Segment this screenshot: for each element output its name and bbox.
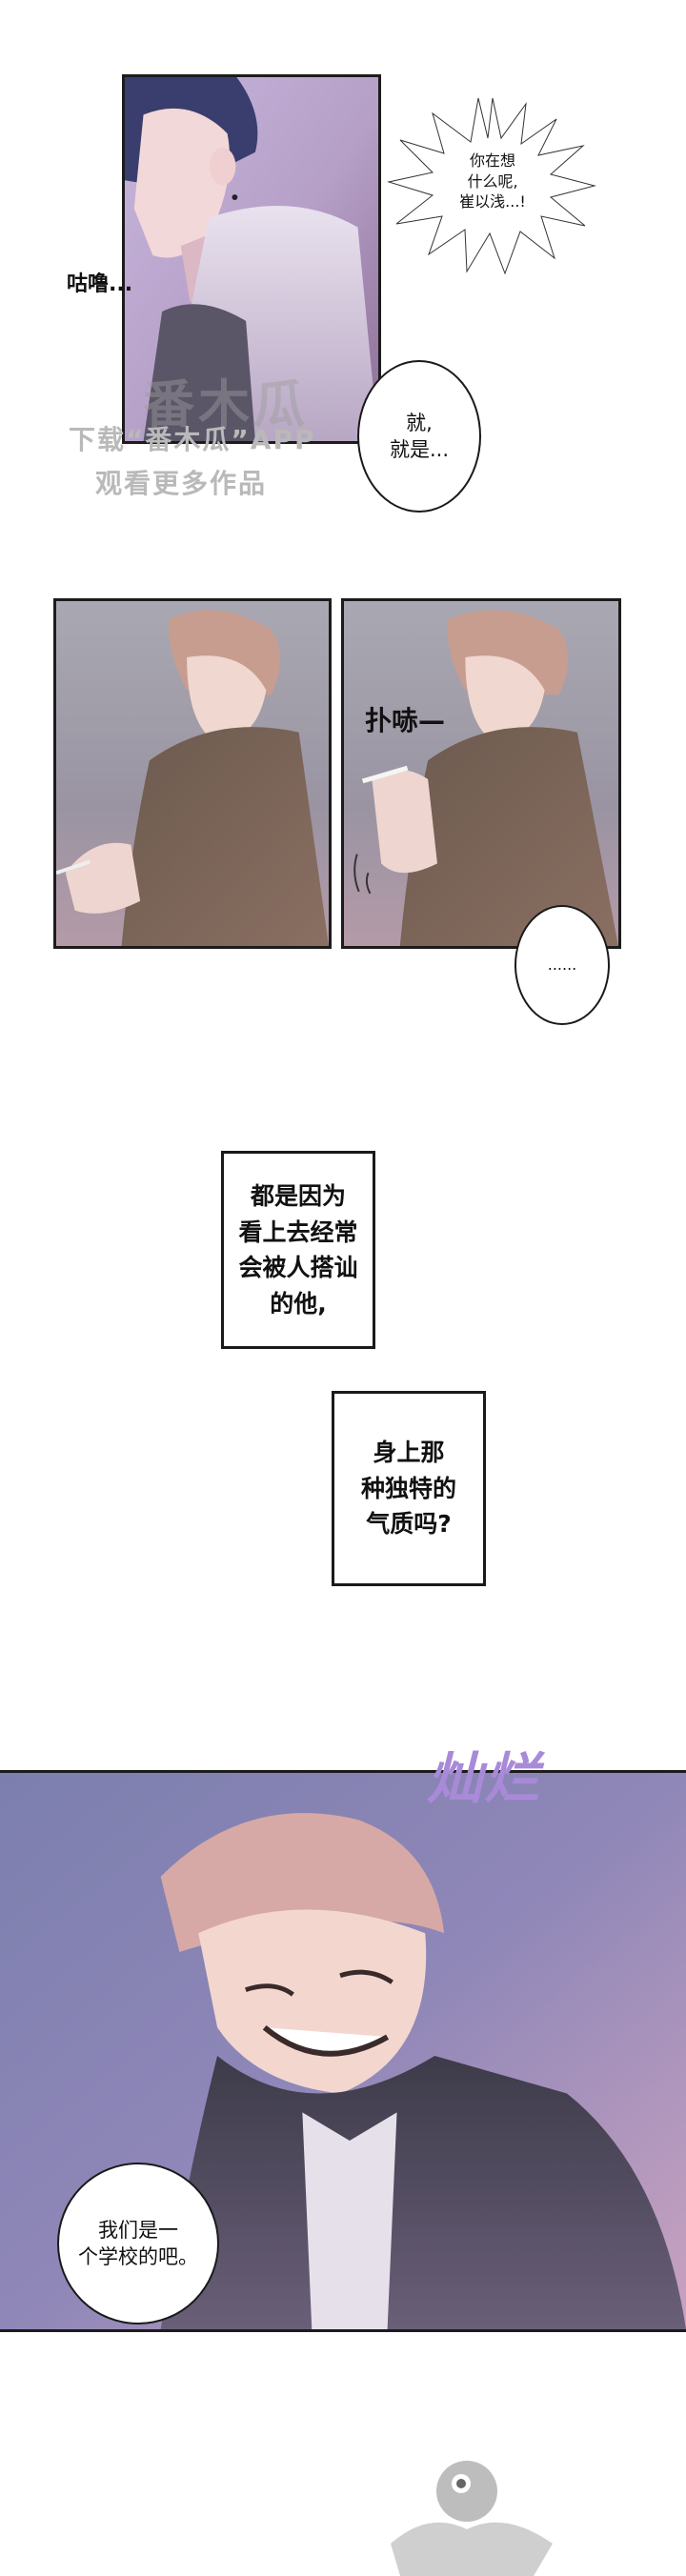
speech-bubble-4: 我们是一 个学校的吧。 <box>57 2163 219 2324</box>
comic-panel-3 <box>341 598 621 949</box>
watermark-mascot-icon <box>391 2461 553 2576</box>
narration-caption-2: 身上那 种独特的 气质吗? <box>332 1391 486 1586</box>
panel-2-art <box>56 601 329 946</box>
shout-burst <box>387 97 596 275</box>
watermark-logo-text: 番木瓜 <box>143 373 309 434</box>
watermark-line-1: 下载“番木瓜”APP <box>69 424 316 455</box>
watermark-logo: 番木瓜 <box>143 362 391 434</box>
shout-text: 你在想 什么呢, 崔以浅...! <box>459 151 526 211</box>
panel-1-art <box>125 77 378 441</box>
sfx-brilliant: 灿烂 <box>427 1746 542 1811</box>
speech-bubble-ellipsis: ...... <box>514 905 610 1025</box>
watermark-line-2: 观看更多作品 <box>95 468 268 499</box>
sfx-gulp: 咕噜... <box>67 272 133 296</box>
panel-3-art <box>344 601 618 946</box>
speech-bubble-1: 就, 就是... <box>357 360 481 513</box>
comic-panel-1 <box>122 74 381 444</box>
comic-panel-2 <box>53 598 332 949</box>
narration-caption-1: 都是因为 看上去经常 会被人搭讪 的他, <box>221 1151 375 1349</box>
sfx-snort: 扑哧— <box>365 705 446 736</box>
